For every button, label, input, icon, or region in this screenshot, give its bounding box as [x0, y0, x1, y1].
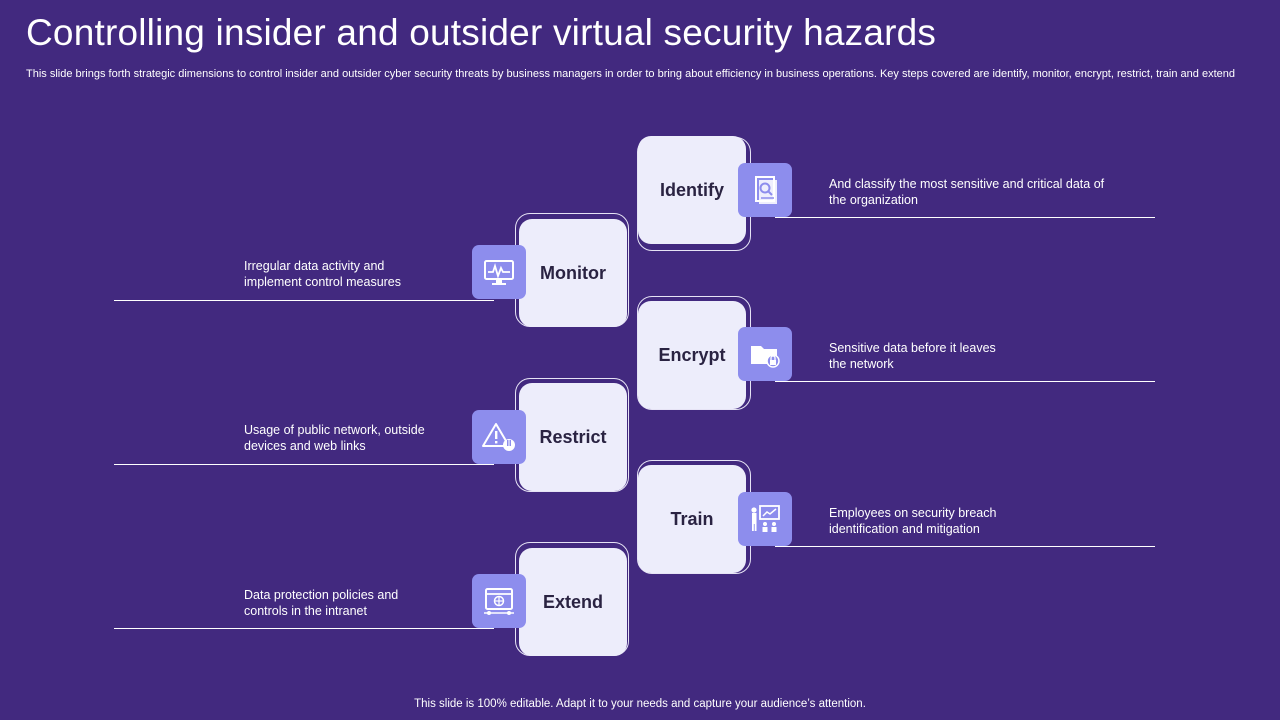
document-search-icon — [738, 163, 792, 217]
step-encrypt-description: Sensitive data before it leaves the netw… — [829, 341, 996, 371]
step-extend-tile: Extend — [519, 548, 627, 656]
step-encrypt-line — [775, 381, 1155, 382]
step-restrict-label: Restrict — [539, 426, 607, 447]
step-train-label: Train — [670, 508, 714, 529]
step-extend-line — [114, 628, 494, 629]
step-identify-description: And classify the most sensitive and crit… — [829, 177, 1105, 207]
step-train-description: Employees on security breach identificat… — [829, 506, 997, 536]
step-extend-description: Data protection policies and controls in… — [244, 588, 399, 618]
slide-title: Controlling insider and outsider virtual… — [26, 12, 937, 53]
step-train-tile: Train — [638, 465, 746, 573]
monitor-activity-icon — [472, 245, 526, 299]
folder-lock-icon — [738, 327, 792, 381]
web-network-icon — [472, 574, 526, 628]
step-identify-tile: Identify — [638, 136, 746, 244]
step-train-line — [775, 546, 1155, 547]
step-monitor-tile: Monitor — [519, 219, 627, 327]
presentation-training-icon — [738, 492, 792, 546]
step-encrypt-tile: Encrypt — [638, 301, 746, 409]
step-encrypt-label: Encrypt — [658, 344, 726, 365]
step-extend-label: Extend — [542, 591, 603, 612]
slide-subtitle: This slide brings forth strategic dimens… — [26, 68, 1235, 80]
slide-footer: This slide is 100% editable. Adapt it to… — [414, 698, 866, 710]
step-monitor-description: Irregular data activity and implement co… — [244, 259, 402, 289]
step-restrict-line — [114, 464, 494, 465]
step-identify-label: Identify — [659, 179, 724, 200]
step-monitor-label: Monitor — [540, 262, 606, 283]
step-identify-line — [775, 217, 1155, 218]
warning-hand-icon — [472, 410, 526, 464]
step-restrict-tile: Restrict — [519, 383, 627, 491]
step-restrict-description: Usage of public network, outside devices… — [244, 423, 425, 453]
step-monitor-line — [114, 300, 494, 301]
